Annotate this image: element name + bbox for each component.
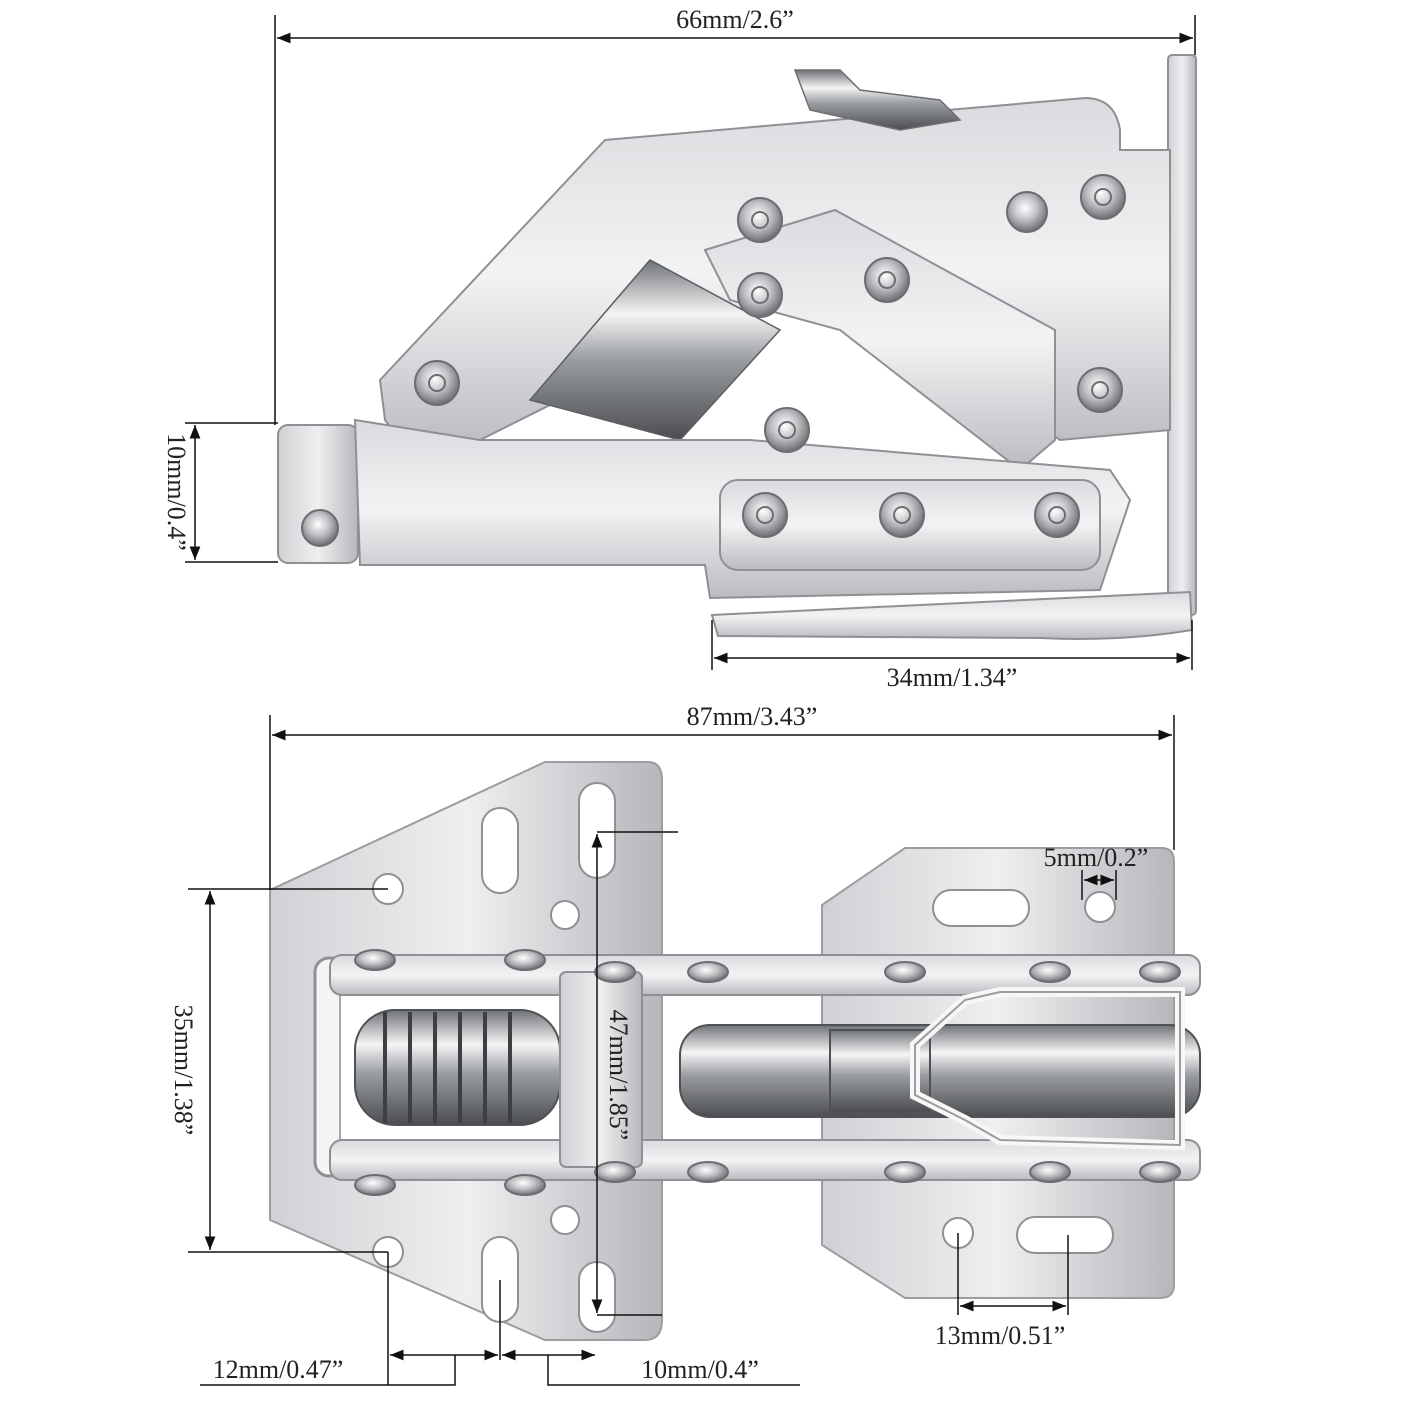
- rivet: [504, 1174, 546, 1196]
- rivet: [504, 949, 546, 971]
- left-plate-holes: [372, 782, 616, 1333]
- rivet: [764, 407, 810, 453]
- rivet: [737, 197, 783, 243]
- plate-dimensions: [188, 715, 1175, 1386]
- mount-slot: [481, 807, 519, 894]
- dim-label-12mm: 12mm/0.47”: [213, 1355, 344, 1384]
- rivet: [1139, 961, 1181, 983]
- bottom-rail: [329, 1139, 1201, 1181]
- side-view-hinge: [277, 54, 1197, 640]
- dim-label-87mm: 87mm/3.43”: [687, 702, 818, 731]
- rivet: [1077, 367, 1123, 413]
- dim-label-10mm: 10mm/0.4”: [162, 433, 191, 551]
- rivet: [756, 506, 774, 524]
- mount-hole: [550, 1205, 580, 1235]
- plate-view-hinge: [269, 761, 1201, 1341]
- rivet: [742, 492, 788, 538]
- rivet: [737, 272, 783, 318]
- rivet: [594, 961, 636, 983]
- mount-slot: [932, 889, 1030, 927]
- coil-spring: [354, 1009, 561, 1126]
- rivet: [354, 1174, 396, 1196]
- rivet: [878, 271, 896, 289]
- rivet: [1006, 191, 1048, 233]
- rivet: [751, 211, 769, 229]
- leader-line-12mm: [200, 1355, 456, 1386]
- side-dimensions: [185, 15, 1196, 670]
- rivet: [864, 257, 910, 303]
- mount-slot: [1016, 1216, 1114, 1254]
- side-rivets: [301, 174, 1126, 547]
- rivet: [428, 374, 446, 392]
- dim-label-5mm: 5mm/0.2”: [1044, 843, 1149, 872]
- leader-line-10mm: [547, 1355, 800, 1386]
- rivet: [1139, 1161, 1181, 1183]
- rivet: [1029, 961, 1071, 983]
- mount-hole: [550, 900, 580, 930]
- dim-label-35mm: 35mm/1.38”: [169, 1005, 198, 1136]
- dim-label-10mm-bottom: 10mm/0.4”: [641, 1355, 759, 1384]
- top-rail: [329, 954, 1201, 996]
- rivet: [687, 1161, 729, 1183]
- dim-label-34mm: 34mm/1.34”: [887, 663, 1018, 692]
- rivet: [884, 961, 926, 983]
- rivet: [354, 949, 396, 971]
- rivet: [1048, 506, 1066, 524]
- plate-rivets: [354, 949, 1181, 1196]
- rivet: [884, 1161, 926, 1183]
- rivet: [1094, 188, 1112, 206]
- dim-label-66mm: 66mm/2.6”: [676, 5, 794, 34]
- rivet: [879, 492, 925, 538]
- dim-label-47mm: 47mm/1.85”: [604, 1010, 633, 1141]
- dim-label-13mm: 13mm/0.51”: [935, 1321, 1066, 1350]
- side-base-plate: [710, 590, 1194, 640]
- rivet: [1080, 174, 1126, 220]
- mount-hole: [1084, 891, 1116, 923]
- rivet: [414, 360, 460, 406]
- rivet: [751, 286, 769, 304]
- rivet: [594, 1161, 636, 1183]
- rivet: [893, 506, 911, 524]
- rivet: [1091, 381, 1109, 399]
- side-inner-cylinder: [528, 259, 782, 441]
- cup-outline-edge: [914, 991, 1181, 1147]
- rivet: [1034, 492, 1080, 538]
- rivet: [778, 421, 796, 439]
- rivet: [687, 961, 729, 983]
- rivet: [301, 509, 339, 547]
- rivet: [1029, 1161, 1071, 1183]
- spring-coil-lines: [383, 1012, 512, 1123]
- side-mount-plate: [1167, 54, 1197, 616]
- side-spring-coil: [793, 69, 962, 131]
